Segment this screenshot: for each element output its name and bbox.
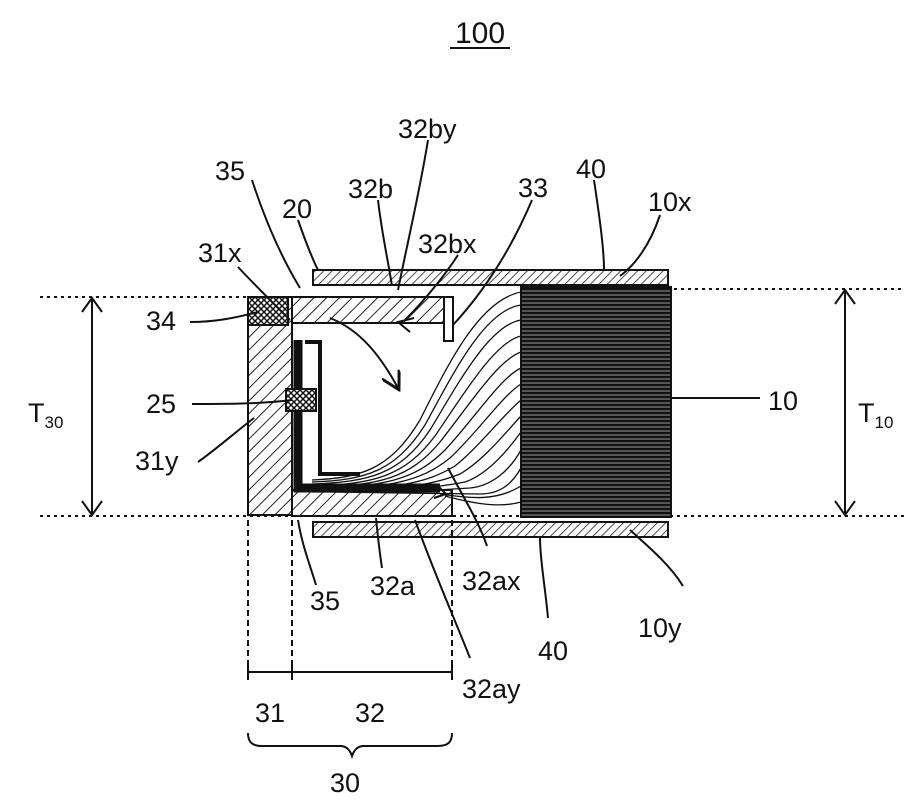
label-35-top: 35 [215,156,245,186]
label-10y: 10y [638,613,682,643]
label-35-bot: 35 [310,586,340,616]
label-10: 10 [768,386,798,416]
exterior-film-bottom [313,522,668,537]
label-32a: 32a [370,571,416,601]
leader-10y [630,530,683,586]
plate-32b [292,297,452,323]
label-25: 25 [146,389,176,419]
brace-30 [248,733,452,756]
arrow-32b-inner [330,318,398,388]
label-31: 31 [255,698,285,728]
label-10x: 10x [648,187,692,217]
label-31x: 31x [198,238,242,268]
label-34: 34 [146,306,176,336]
label-40-bot: 40 [538,636,568,666]
t30-label: T30 [28,398,63,432]
label-32by: 32by [398,114,457,144]
label-32: 32 [355,698,385,728]
label-32bx: 32bx [418,229,477,259]
leader-32by [398,140,428,290]
electrode-stack [521,287,671,517]
leader-10x [620,215,660,276]
label-30: 30 [330,768,360,798]
figure-number: 100 [455,17,505,50]
leader-20 [298,220,318,270]
t10-label: T10 [858,398,893,432]
label-40-top: 40 [576,154,606,184]
label-20: 20 [282,194,312,224]
label-32ax: 32ax [462,566,521,596]
label-31y: 31y [135,446,179,476]
leader-40-top [594,180,604,270]
label-32ay: 32ay [462,674,521,704]
label-32b: 32b [348,174,393,204]
leader-40-bot [540,538,548,618]
leader-31y [198,418,254,462]
label-33: 33 [518,173,548,203]
member-33 [444,297,453,341]
